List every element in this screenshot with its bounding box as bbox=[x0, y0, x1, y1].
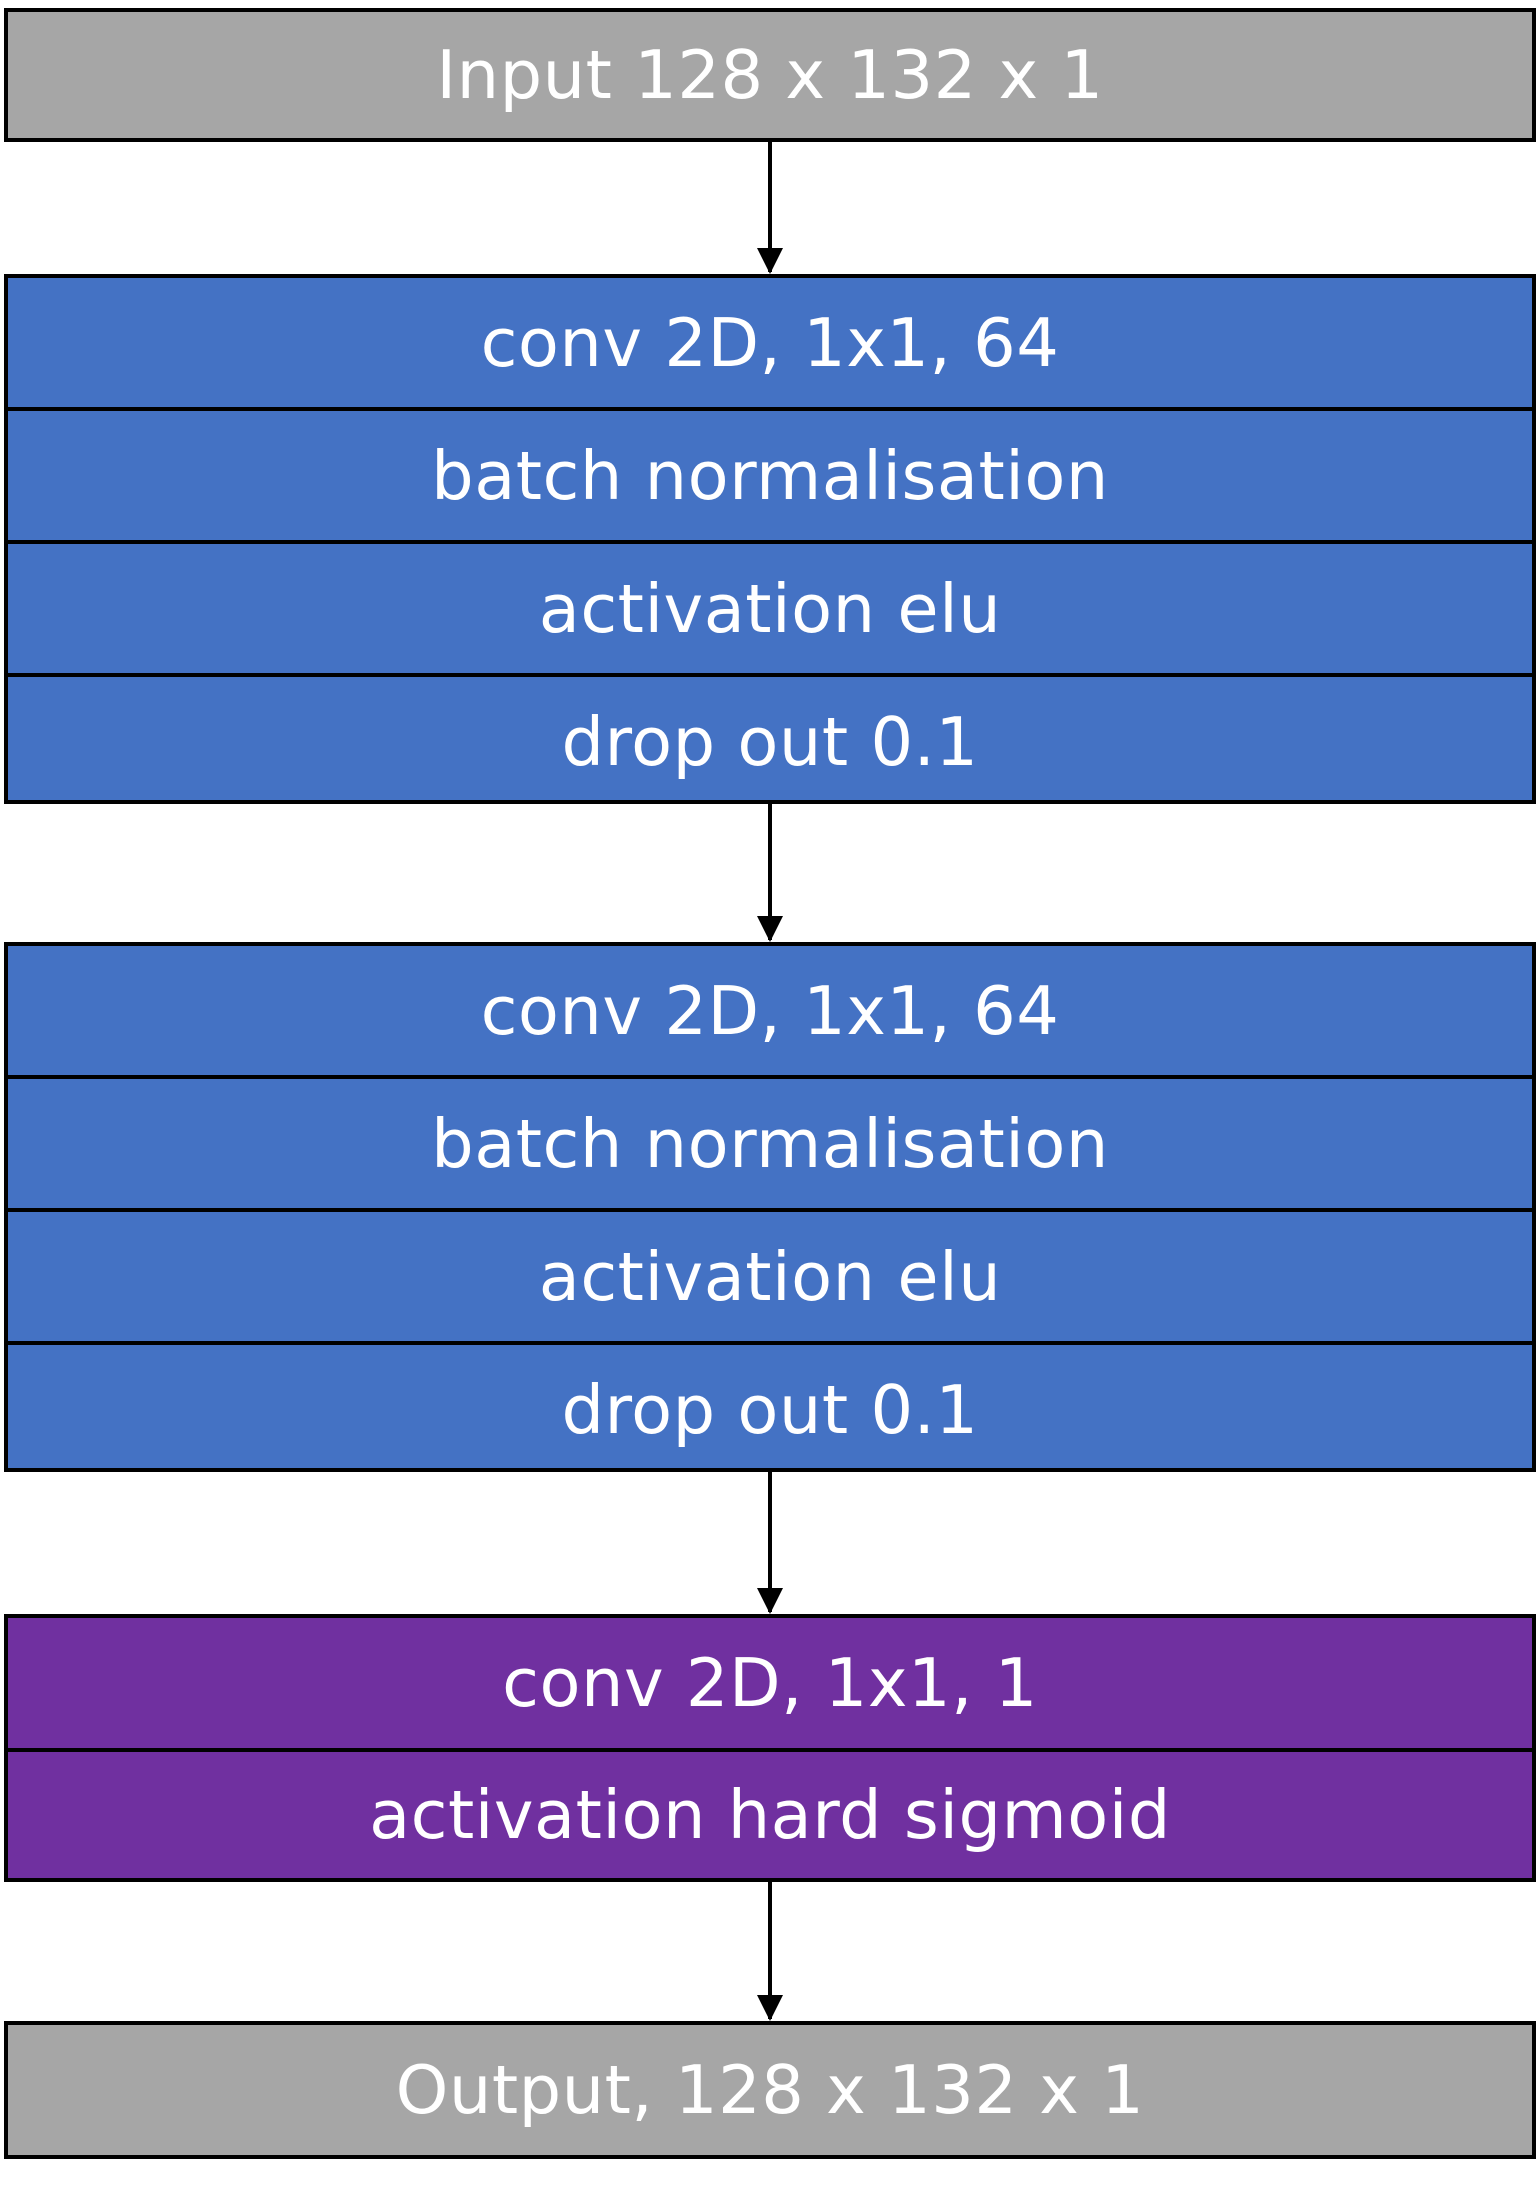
hidden-block-1: conv 2D, 1x1, 64 batch normalisation act… bbox=[4, 274, 1536, 804]
arrow-block3-to-output bbox=[757, 1882, 783, 2021]
arrow-input-to-block1 bbox=[757, 142, 783, 274]
arrow-block2-to-block3 bbox=[757, 1472, 783, 1614]
block2-activation-layer: activation elu bbox=[8, 1208, 1532, 1341]
block1-dropout-layer: drop out 0.1 bbox=[8, 673, 1532, 806]
arrow-block1-to-block2 bbox=[757, 804, 783, 942]
block2-dropout-layer: drop out 0.1 bbox=[8, 1341, 1532, 1474]
block1-activation-layer: activation elu bbox=[8, 540, 1532, 673]
block2-batchnorm-layer: batch normalisation bbox=[8, 1075, 1532, 1208]
input-label: Input 128 x 132 x 1 bbox=[436, 36, 1104, 114]
block2-conv-layer: conv 2D, 1x1, 64 bbox=[480, 971, 1060, 1050]
block1-conv-layer: conv 2D, 1x1, 64 bbox=[480, 303, 1060, 382]
input-box: Input 128 x 132 x 1 bbox=[4, 8, 1536, 142]
output-conv-block: conv 2D, 1x1, 1 activation hard sigmoid bbox=[4, 1614, 1536, 1882]
block3-conv-layer: conv 2D, 1x1, 1 bbox=[502, 1644, 1038, 1722]
block1-batchnorm-layer: batch normalisation bbox=[8, 407, 1532, 540]
output-box: Output, 128 x 132 x 1 bbox=[4, 2021, 1536, 2159]
block3-activation-layer: activation hard sigmoid bbox=[8, 1748, 1532, 1878]
hidden-block-2: conv 2D, 1x1, 64 batch normalisation act… bbox=[4, 942, 1536, 1472]
output-label: Output, 128 x 132 x 1 bbox=[395, 2051, 1145, 2129]
